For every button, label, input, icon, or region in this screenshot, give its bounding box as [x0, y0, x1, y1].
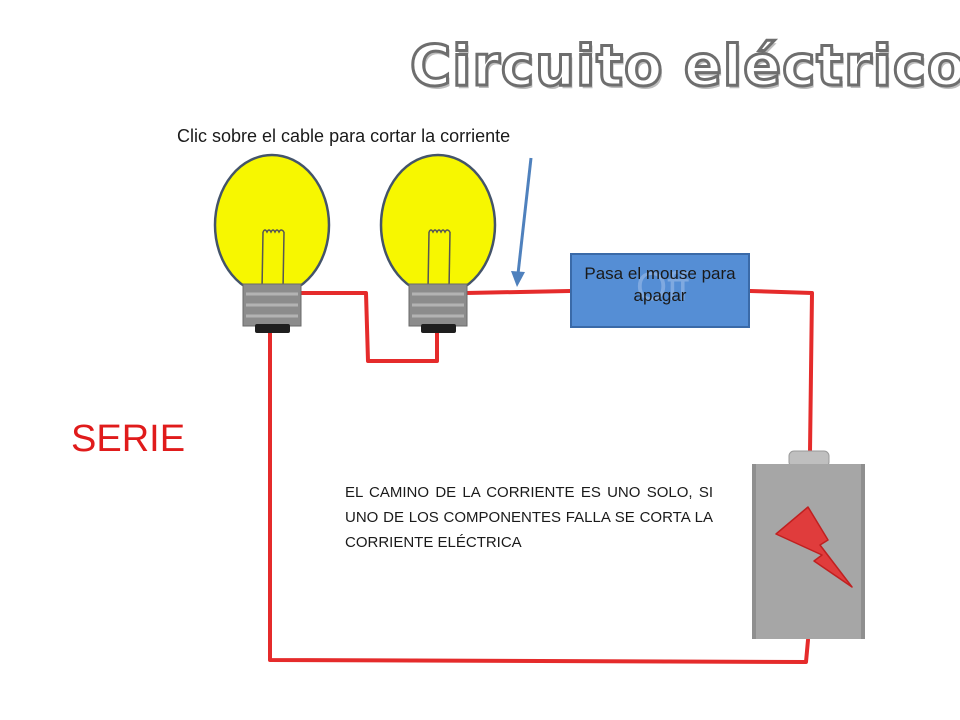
wire-bulb2-to-switch[interactable]: [464, 289, 572, 295]
circuit-description: EL CAMINO DE LA CORRIENTE ES UNO SOLO, S…: [345, 484, 713, 551]
circuit-type-label: SERIE: [71, 418, 186, 460]
lightning-bolt-icon: [775, 506, 853, 588]
wire-battery-to-bulb1[interactable]: [268, 328, 810, 664]
wire-network[interactable]: [268, 289, 814, 664]
pointer-arrow-icon: [511, 157, 533, 287]
switch-state-label: Off: [636, 265, 689, 309]
lightbulb-icon: [379, 153, 497, 333]
wire-switch-to-battery[interactable]: [748, 289, 814, 454]
switch-instruction: Pasa el mouse para apagar: [584, 264, 736, 305]
page-title: Circuito eléctrico: [409, 33, 960, 101]
wire-bulb1-to-bulb2[interactable]: [296, 291, 439, 363]
battery-icon: [752, 450, 865, 639]
lightbulb-icon: [213, 153, 331, 333]
instruction-text: Clic sobre el cable para cortar la corri…: [177, 126, 511, 146]
switch-button[interactable]: Off Pasa el mouse para apagar: [570, 253, 750, 328]
